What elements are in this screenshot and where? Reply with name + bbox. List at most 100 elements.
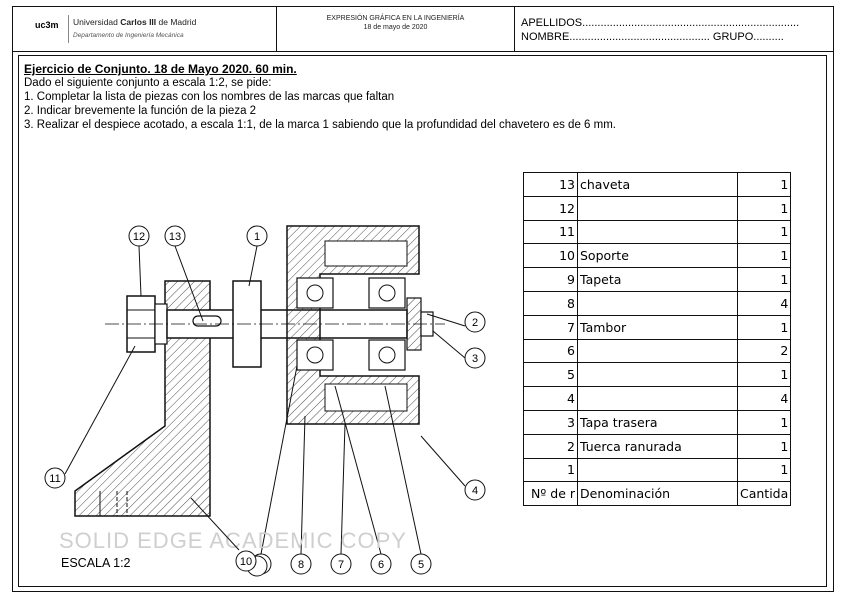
balloon-6: 6	[334, 385, 392, 575]
svg-text:8: 8	[298, 559, 304, 571]
title-part1: Ejercicio de Conjunto. 18 de	[24, 62, 189, 76]
part-name-cell	[577, 195, 738, 221]
part-quantity-cell: 1	[736, 362, 792, 388]
task-3: 3. Realizar el despiece acotado, a escal…	[24, 119, 616, 131]
part-quantity-cell: 1	[736, 433, 792, 459]
assembly-drawing: 12 13 1 2 3 4 11 9 8 7 6 5	[44, 225, 486, 577]
svg-text:2: 2	[472, 317, 478, 329]
part-name-cell: Tapa trasera	[577, 409, 738, 435]
part-number-cell: 13	[523, 172, 578, 197]
university-suffix: de Madrid	[156, 17, 197, 27]
svg-text:1: 1	[254, 231, 260, 243]
part-name-cell	[577, 219, 738, 245]
balloon-4: 4	[420, 435, 486, 501]
balloon-7: 7	[330, 423, 352, 575]
part-name-cell	[577, 338, 738, 364]
balloon-13: 13	[164, 225, 204, 322]
balloon-2: 2	[426, 311, 486, 333]
balloon-5: 5	[384, 385, 432, 575]
balloon-1: 1	[246, 225, 268, 287]
balloon-3: 3	[432, 330, 486, 369]
exercise-area: Ejercicio de Conjunto. 18 de Mayo 2020. …	[18, 55, 827, 587]
uc3m-logo: uc3m	[35, 20, 59, 30]
sheet-frame: uc3m Universidad Carlos III de Madrid De…	[12, 6, 834, 592]
part-quantity-cell: 1	[736, 243, 792, 269]
part-quantity-cell: 4	[736, 386, 792, 411]
part-number-cell: 6	[523, 338, 578, 364]
exercise-intro: Dado el siguiente conjunto a escala 1:2,…	[24, 77, 272, 89]
part-name-cell: Tambor	[577, 314, 738, 340]
part-number-cell: 12	[523, 195, 578, 221]
part-number-cell: 9	[523, 267, 578, 292]
part-quantity-cell: 1	[736, 457, 792, 483]
svg-text:10: 10	[240, 556, 252, 568]
university-bold: Carlos III	[120, 17, 157, 27]
scale-label: ESCALA 1:2	[61, 556, 131, 570]
part-quantity-cell: 4	[736, 290, 792, 316]
subject-cell: EXPRESIÓN GRÁFICA EN LA INGENIERÍA 18 de…	[277, 7, 515, 51]
parts-table-row: 12 1	[523, 195, 792, 221]
university-prefix: Universidad	[73, 17, 121, 27]
part-name-cell: Tuerca ranurada	[577, 433, 738, 459]
svg-text:12: 12	[133, 231, 145, 243]
header-number-cell: Nº de r	[523, 481, 578, 507]
part-quantity-cell: 1	[736, 267, 792, 292]
balloon-8: 8	[290, 415, 312, 575]
student-cell: APELLIDOS...............................…	[515, 7, 833, 51]
exercise-title: Ejercicio de Conjunto. 18 de Mayo 2020. …	[24, 62, 297, 76]
svg-text:5: 5	[418, 559, 424, 571]
part-quantity-cell: 1	[736, 219, 792, 245]
part-quantity-cell: 1	[736, 314, 792, 340]
part-name-cell: chaveta	[577, 172, 738, 197]
watermark: SOLID EDGE ACADEMIC COPY	[59, 528, 407, 553]
nombre-grupo-field[interactable]: NOMBRE..................................…	[521, 31, 784, 43]
exam-date: 18 de mayo de 2020	[363, 24, 428, 31]
subject-name: EXPRESIÓN GRÁFICA EN LA INGENIERÍA	[326, 15, 465, 22]
part-name-cell: Tapeta	[577, 267, 738, 292]
part-name-cell	[577, 386, 738, 411]
title-part2: Mayo 2020. 60 min.	[188, 62, 297, 76]
part-quantity-cell: 1	[736, 195, 792, 221]
part-number-cell: 5	[523, 362, 578, 388]
part-quantity-cell: 2	[736, 338, 792, 364]
bearings	[296, 277, 406, 371]
university-cell: uc3m Universidad Carlos III de Madrid De…	[13, 7, 277, 51]
balloon-10-leader	[190, 497, 240, 551]
part-number-cell: 1	[523, 457, 578, 483]
university-name: Universidad Carlos III de Madrid	[73, 17, 196, 27]
svg-text:13: 13	[169, 231, 181, 243]
part-number-cell: 7	[523, 314, 578, 340]
balloon-11: 11	[44, 345, 136, 489]
part-quantity-cell: 1	[736, 172, 792, 197]
part-balloons: 12 13 1 2 3 4 11 9 8 7 6 5	[44, 225, 486, 577]
part-number-cell: 4	[523, 386, 578, 411]
svg-text:7: 7	[338, 559, 344, 571]
part-name-cell: Soporte	[577, 243, 738, 269]
balloon-12: 12	[128, 225, 150, 297]
apellidos-field[interactable]: APELLIDOS...............................…	[521, 17, 800, 29]
svg-text:3: 3	[472, 353, 478, 365]
part-number-cell: 11	[523, 219, 578, 245]
svg-text:6: 6	[378, 559, 384, 571]
balloon-10-bottom: 10	[235, 550, 257, 572]
header-quantity-cell: Cantida	[736, 481, 792, 507]
task-1: 1. Completar la lista de piezas con los …	[24, 91, 395, 103]
support-part	[74, 280, 211, 517]
department-name: Departamento de Ingeniería Mecánica	[73, 32, 184, 39]
logo-divider	[68, 15, 69, 43]
title-block: uc3m Universidad Carlos III de Madrid De…	[13, 7, 833, 52]
part-name-cell	[577, 362, 738, 388]
part-number-cell: 8	[523, 290, 578, 316]
part-number-cell: 10	[523, 243, 578, 269]
